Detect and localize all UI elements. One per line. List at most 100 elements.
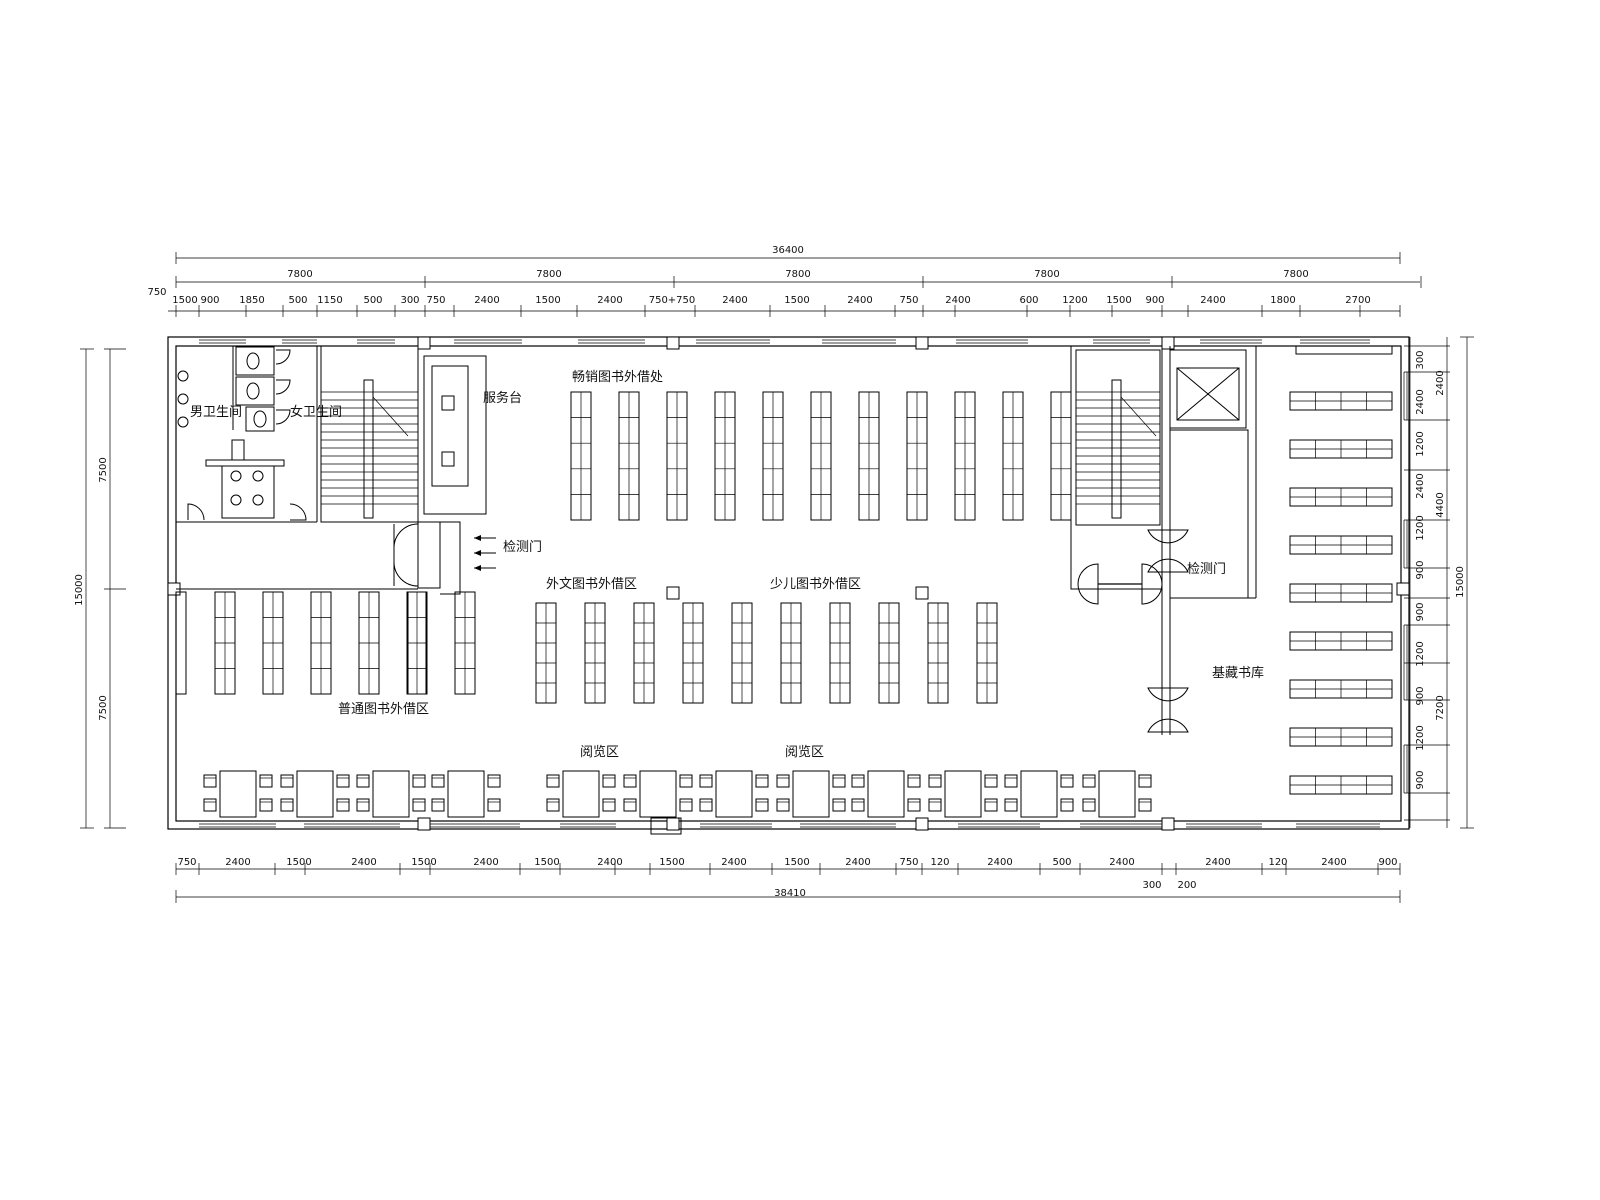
bottom-detail-dim: 2400 [845,857,870,868]
reading-tables [203,770,1152,818]
bottom-detail-dim: 2400 [987,857,1012,868]
top-bay-4: 7800 [1034,269,1059,280]
top-bay-2: 7800 [536,269,561,280]
right-detail-dim: 1200 [1415,641,1426,666]
right-dimension-lines [1409,336,1474,829]
bottom-small-2: 200 [1177,880,1196,891]
top-bay-1: 7800 [287,269,312,280]
right-detail-dim: 900 [1415,770,1426,789]
bestseller-shelves [570,391,1072,521]
toilet-icon [177,352,267,506]
top-bay-3: 7800 [785,269,810,280]
top-detail-dim: 900 [1145,295,1164,306]
bottom-detail-dim: 1500 [659,857,684,868]
left-dimension-lines [80,348,126,829]
right-stair-treads [1076,391,1160,505]
storage-label: 基藏书库 [1212,665,1264,681]
bottom-detail-dim: 1500 [286,857,311,868]
elevator [1169,346,1257,599]
top-detail-dim: 600 [1019,295,1038,306]
top-detail-dim: 2400 [945,295,970,306]
bottom-detail-dim: 120 [1268,857,1287,868]
womens-restroom-label: 女卫生间 [290,404,342,420]
top-detail-dim: 1500 [172,295,197,306]
right-group-2: 4400 [1435,492,1446,517]
left-stair-treads [321,391,418,505]
bottom-detail-dim: 750 [899,857,918,868]
right-detail-dim: 2400 [1415,389,1426,414]
bottom-detail-dim: 750 [177,857,196,868]
arrow-left-icon [474,535,496,571]
bottom-total-dimension: 38410 [774,888,806,899]
reading-area-right-label: 阅览区 [785,744,824,760]
service-desk-label: 服务台 [483,390,522,406]
top-detail-dim: 2400 [474,295,499,306]
storage-shelves [1170,345,1393,795]
right-detail-dimensions: 300 2400 1200 2400 1200 900 900 1200 900 1200 900 [1404,345,1450,821]
top-detail-dim: 500 [288,295,307,306]
left-segment-1: 7500 [98,457,109,482]
right-detail-dim: 900 [1415,686,1426,705]
bottom-detail-dim: 1500 [411,857,436,868]
top-detail-dim: 2400 [597,295,622,306]
bottom-detail-dim: 120 [930,857,949,868]
bottom-detail-dim: 2400 [1205,857,1230,868]
left-segment-2: 7500 [98,695,109,720]
elevator-door-icon [1077,529,1189,733]
top-detail-dim: 2700 [1345,295,1370,306]
right-detail-dim: 300 [1415,350,1426,369]
bottom-detail-dim: 1500 [534,857,559,868]
right-detail-dim: 900 [1415,560,1426,579]
top-detail-dim: 2400 [847,295,872,306]
children-area-label: 少儿图书外借区 [770,577,861,592]
bottom-detail-dim: 2400 [1109,857,1134,868]
bottom-detail-dimensions: 750 2400 1500 2400 1500 2400 1500 2400 1500 2400 1… [175,857,1401,875]
bottom-detail-dim: 2400 [473,857,498,868]
top-detail-dim: 1150 [317,295,342,306]
right-detail-dim: 1200 [1415,515,1426,540]
right-detail-dim: 1200 [1415,725,1426,750]
display-column [666,586,929,600]
bottom-detail-dim: 900 [1378,857,1397,868]
top-detail-dim: 750 [899,295,918,306]
top-detail-dim: 300 [400,295,419,306]
bottom-detail-dim: 500 [1052,857,1071,868]
bottom-detail-dim: 1500 [784,857,809,868]
top-detail-dim: 500 [363,295,382,306]
general-shelves [175,591,476,695]
bottom-detail-dim: 2400 [351,857,376,868]
left-checkpoint [176,521,461,595]
top-detail-dim: 1200 [1062,295,1087,306]
general-area-label: 普通图书外借区 [338,702,429,717]
top-total-dimension: 36400 [772,245,804,256]
top-detail-dim: 1800 [1270,295,1295,306]
right-staircase [1070,346,1171,735]
foreign-children-shelves [535,602,998,704]
left-checkpoint-label: 检测门 [503,540,542,555]
bottom-small-1: 300 [1142,880,1161,891]
right-group-1: 2400 [1435,370,1446,395]
top-detail-dim: 1850 [239,295,264,306]
restroom-door-icon [187,349,307,521]
bottom-entrance [650,817,682,835]
restroom-block [176,346,318,523]
bestseller-area-label: 畅销图书外借处 [572,370,663,385]
left-staircase [320,345,419,523]
bottom-dimension-lines [175,868,1401,903]
top-detail-dim: 1500 [535,295,560,306]
bottom-detail-dim: 2400 [721,857,746,868]
mens-restroom-label: 男卫生间 [190,405,242,420]
top-detail-dim: 2400 [722,295,747,306]
top-left-offset: 750 [147,287,166,298]
wall-windows [199,339,1408,828]
top-bay-5: 7800 [1283,269,1308,280]
top-detail-dim: 900 [200,295,219,306]
top-detail-dim: 2400 [1200,295,1225,306]
foreign-area-label: 外文图书外借区 [546,577,637,592]
bottom-detail-dim: 2400 [225,857,250,868]
right-detail-dim: 900 [1415,602,1426,621]
right-detail-dim: 1200 [1415,431,1426,456]
right-group-3: 7200 [1435,695,1446,720]
